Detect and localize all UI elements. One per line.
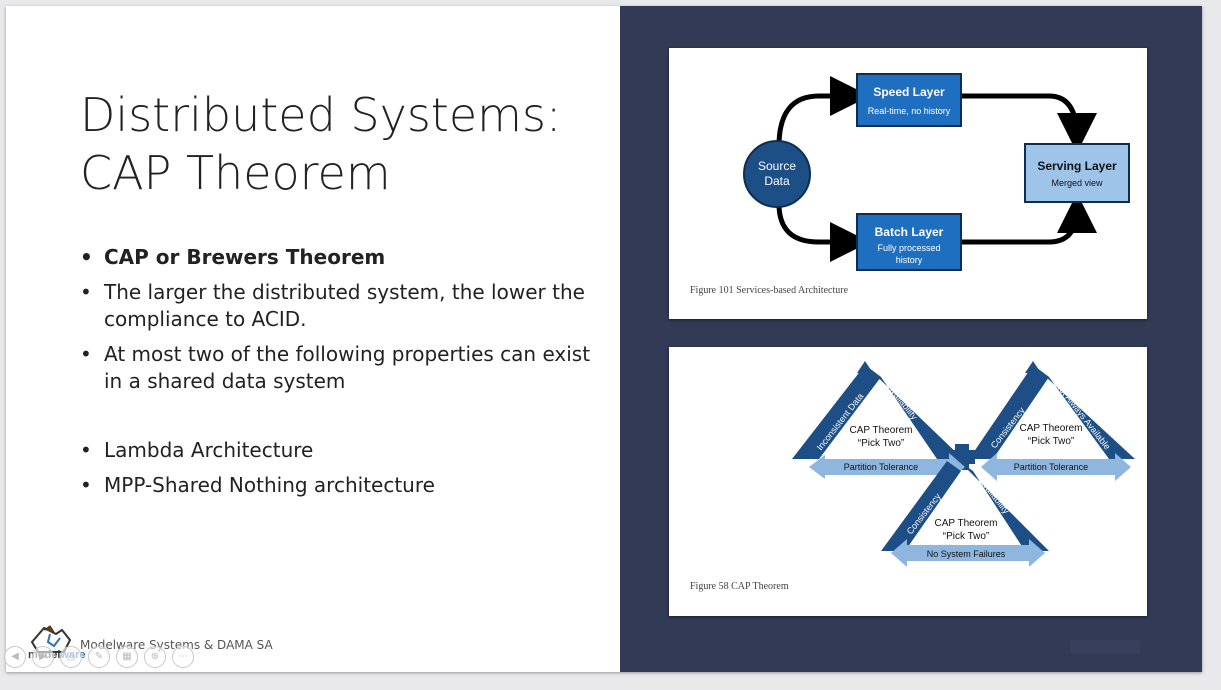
batch-layer-sub2: history [896,255,923,265]
arrow-speed-to-serving [941,93,1097,153]
bullet-at-most-two: At most two of the following properties … [80,341,600,395]
bottom-center-1: CAP Theorem [935,518,998,529]
batch-layer-sub1: Fully processed [877,243,940,253]
bottom-base: No System Failures [927,549,1006,559]
pointer-icon[interactable]: △ [60,646,82,668]
arrow-batch-to-serving [941,193,1097,245]
slides-icon[interactable]: ▦ [116,646,138,668]
bullet-cap-theorem: CAP or Brewers Theorem [80,244,600,271]
serving-layer-title: Serving Layer [1037,159,1117,173]
bottom-side-b: Availability [977,476,1011,516]
speed-layer-box [856,73,962,127]
bullet-larger-system: The larger the distributed system, the l… [80,279,600,333]
bullet-list: CAP or Brewers Theorem The larger the di… [80,244,600,507]
cap-theorem-diagram: Inconsistent Data Availability CAP Theor… [792,361,1135,567]
zoom-icon[interactable]: ⊕ [144,646,166,668]
prev-icon[interactable]: ◀ [4,646,26,668]
services-figure-caption: Figure 101 Services-based Architecture [690,285,849,296]
slide-title: Distributed Systems: CAP Theorem [80,86,600,202]
left-center-2: “Pick Two” [858,438,905,449]
services-architecture-diagram: Source Data Speed Layer Real-time, no hi… [743,73,1130,271]
bullet-lambda: Lambda Architecture [80,437,600,464]
speed-layer-sub: Real-time, no history [868,106,951,116]
watermark [1070,640,1140,654]
cap-right-triangle: Consistency Not Always Available CAP The… [969,361,1135,481]
batch-layer-title: Batch Layer [875,225,944,239]
cap-figure-caption: Figure 58 CAP Theorem [690,581,789,592]
source-label-2: Data [764,174,790,188]
speed-layer-title: Speed Layer [873,85,945,99]
left-side-b: Availability [885,382,919,422]
source-label-1: Source [758,159,796,173]
source-data-node [743,140,811,208]
left-base: Partition Tolerance [844,462,918,472]
serving-layer-box [1024,143,1130,203]
pen-icon[interactable]: ✎ [88,646,110,668]
arrow-source-to-batch [776,203,870,262]
figure-panel: Source Data Speed Layer Real-time, no hi… [620,6,1202,672]
more-icon[interactable]: ⋯ [172,646,194,668]
right-center-2: “Pick Two” [1028,436,1075,447]
serving-layer-sub: Merged view [1051,178,1103,188]
right-base: Partition Tolerance [1014,462,1088,472]
services-architecture-figure: Source Data Speed Layer Real-time, no hi… [669,48,1147,319]
right-center-1: CAP Theorem [1020,423,1083,434]
batch-layer-box [856,213,962,271]
title-line-1: Distributed Systems: [80,88,562,142]
cap-left-triangle: Inconsistent Data Availability CAP Theor… [792,361,965,481]
arrow-source-to-speed [776,76,870,147]
slideshow-navigation: ◀ ▶ △ ✎ ▦ ⊕ ⋯ [4,646,194,668]
slide: Distributed Systems: CAP Theorem CAP or … [6,6,1202,672]
bottom-center-2: “Pick Two” [943,531,990,542]
bullet-mpp: MPP-Shared Nothing architecture [80,472,600,499]
next-icon[interactable]: ▶ [32,646,54,668]
cap-theorem-figure: Inconsistent Data Availability CAP Theor… [669,347,1147,616]
cap-bottom-triangle: Consistency Availability CAP Theorem “Pi… [881,461,1049,567]
left-center-1: CAP Theorem [850,425,913,436]
title-line-2: CAP Theorem [80,146,391,200]
